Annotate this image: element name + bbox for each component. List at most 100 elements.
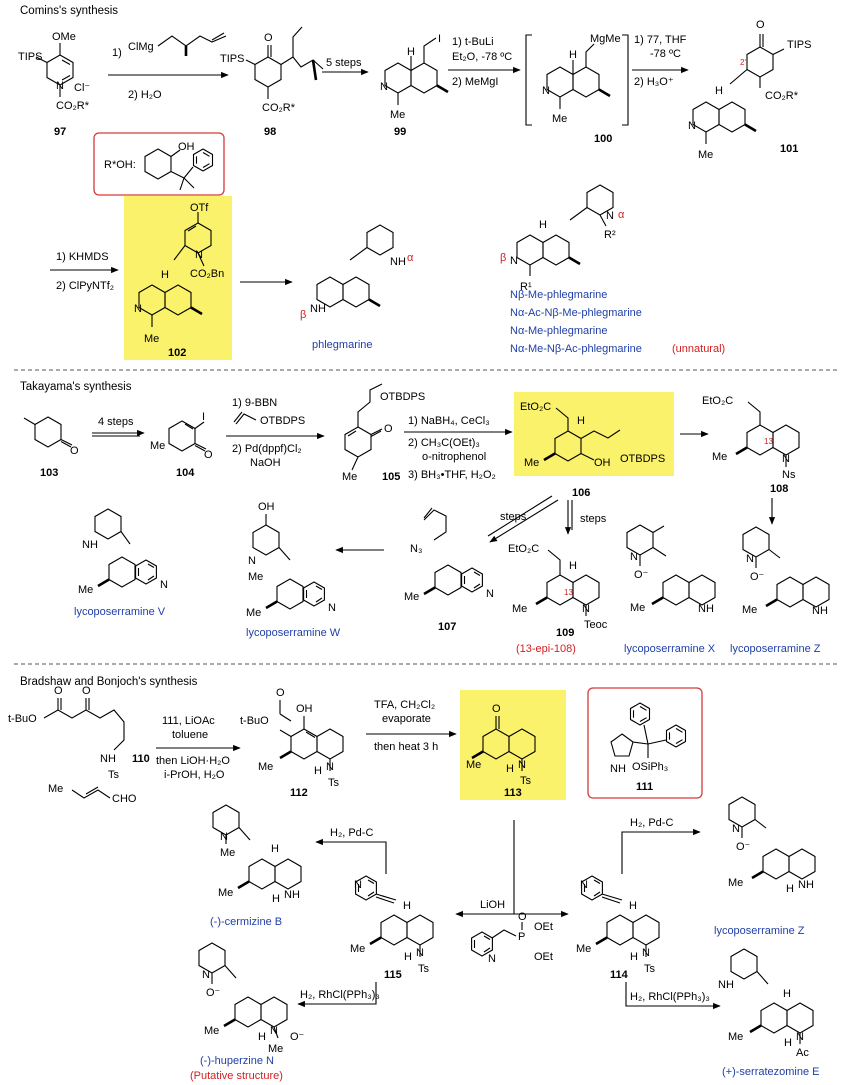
compound-112-n: N bbox=[326, 761, 334, 773]
lyco-v-me: Me bbox=[78, 584, 93, 596]
crotonaldehyde-chain bbox=[71, 789, 111, 799]
compound-113-ts: Ts bbox=[520, 775, 532, 787]
phlegmarine-piperidine bbox=[349, 224, 394, 261]
compound-110-tbuo: t-BuO bbox=[8, 713, 37, 725]
huperzine-me: Me bbox=[204, 1025, 219, 1037]
generic-r2: R² bbox=[604, 229, 616, 241]
compound-101-n: N bbox=[688, 120, 696, 132]
reagent-97-step1-num: 1) bbox=[112, 47, 122, 59]
huperzine-me2: Me bbox=[268, 1043, 283, 1055]
compound-106-eto2c: EtO₂C bbox=[520, 401, 551, 413]
crotonaldehyde-me: Me bbox=[48, 783, 63, 795]
compound-107-chain bbox=[423, 509, 447, 541]
phlegmarine-name: phlegmarine bbox=[312, 339, 373, 351]
lyco-w-me-n: Me bbox=[248, 571, 263, 583]
compound-112-o: O bbox=[276, 687, 285, 699]
auxiliary-phenyl bbox=[192, 148, 214, 172]
compound-104-structure bbox=[168, 420, 207, 452]
compound-115-me: Me bbox=[350, 943, 365, 955]
compound-114-ts: Ts bbox=[644, 963, 656, 975]
compound-106-oh: OH bbox=[594, 457, 611, 469]
compound-113-o: O bbox=[492, 703, 501, 715]
arrow-114-serratezomine bbox=[625, 982, 721, 1010]
reagent-lioh: LiOH bbox=[480, 899, 505, 911]
catalyst-111-phenyl-b bbox=[665, 724, 687, 748]
reagent-99-step1: 1) t-BuLi bbox=[452, 36, 494, 48]
generic-alpha: α bbox=[618, 209, 625, 221]
compound-102-me: Me bbox=[144, 333, 159, 345]
auxiliary-box bbox=[93, 132, 225, 196]
generic-phlegmarine-decalin bbox=[516, 234, 581, 276]
compound-99-i: I bbox=[438, 33, 441, 45]
reagent-105-step1: 1) NaBH₄, CeCl₃ bbox=[408, 415, 490, 427]
cermizine-name: (-)-cermizine B bbox=[210, 916, 282, 928]
compound-113-highlight bbox=[460, 690, 566, 800]
compound-97-tips: TIPS bbox=[18, 51, 42, 63]
arrow-114-lycoZ bbox=[621, 828, 701, 874]
compound-107-me: Me bbox=[404, 591, 419, 603]
generic-phlegmarine-piperidine bbox=[569, 184, 614, 227]
generic-n-alpha: N bbox=[606, 210, 614, 222]
compound-102-otf: OTf bbox=[190, 202, 209, 214]
reagent-h2pd-1: H₂, Pd-C bbox=[330, 827, 373, 839]
reagent-steps-a: steps bbox=[500, 511, 527, 523]
serratezomine-me: Me bbox=[728, 1031, 743, 1043]
compound-113-h: H bbox=[506, 763, 514, 775]
catalyst-111-osiph3: OSiPh₃ bbox=[632, 761, 668, 773]
auxiliary-label: R*OH: bbox=[104, 159, 136, 171]
compound-101-h: H bbox=[715, 85, 723, 97]
lyco-x-o: O⁻ bbox=[634, 569, 649, 581]
compound-99-structure bbox=[384, 37, 449, 105]
compound-99-h: H bbox=[407, 46, 415, 58]
compound-101-label: 101 bbox=[780, 143, 798, 155]
bracket-right bbox=[622, 34, 629, 126]
phosphonate-p: P bbox=[518, 931, 525, 943]
lyco-w-me: Me bbox=[246, 607, 261, 619]
compound-97-structure bbox=[35, 43, 74, 97]
reagent-99-step2: 2) MeMgI bbox=[452, 76, 498, 88]
section-title-bradshaw: Bradshaw and Bonjoch's synthesis bbox=[20, 676, 198, 688]
reagent-105-step2: 2) CH₃C(OEt)₃ bbox=[408, 437, 480, 449]
compound-98-label: 98 bbox=[264, 126, 276, 138]
compound-102-n: N bbox=[195, 249, 203, 261]
compound-114-label: 114 bbox=[610, 969, 629, 981]
compound-102-n2: N bbox=[134, 303, 142, 315]
serratezomine-ac: Ac bbox=[796, 1047, 809, 1059]
compound-106-highlight bbox=[514, 392, 674, 476]
phlegmarine-nh2: NH bbox=[310, 303, 326, 315]
compound-107-bicycle bbox=[423, 564, 462, 596]
compound-112-structure bbox=[279, 716, 344, 771]
compound-100-me: Me bbox=[552, 113, 567, 125]
cermizine-h2: H bbox=[272, 893, 280, 905]
compound-105-structure bbox=[344, 383, 383, 471]
compound-109-h: H bbox=[569, 560, 577, 572]
compound-106-me: Me bbox=[524, 457, 539, 469]
serratezomine-n: N bbox=[796, 1031, 804, 1043]
reagent-100-step2: 2) H₃O⁺ bbox=[634, 76, 674, 88]
generic-r1: R¹ bbox=[520, 281, 532, 293]
reagent-110-step2: then LiOH·H₂O bbox=[156, 755, 230, 767]
reagent-101-step2: 2) ClPyNTf₂ bbox=[56, 280, 114, 292]
lyco-x-nitrone bbox=[626, 524, 667, 566]
compound-105-otbdps: OTBDPS bbox=[380, 391, 425, 403]
compound-108-c13: 13 bbox=[764, 437, 773, 446]
auxiliary-structure bbox=[144, 148, 185, 180]
lyco-v-bicycle bbox=[97, 556, 136, 588]
phlegmarine-beta: β bbox=[300, 309, 306, 321]
compound-101-stereo: 2' bbox=[740, 58, 746, 67]
compound-106-otbdps: OTBDPS bbox=[620, 453, 665, 465]
reagent-steps-b: steps bbox=[580, 513, 607, 525]
reagent-h2rh-2: H₂, RhCl(PPh₃)₃ bbox=[630, 991, 710, 1003]
compound-109-label: 109 bbox=[556, 627, 574, 639]
compound-113-me: Me bbox=[466, 759, 481, 771]
lyco-v-piperidine bbox=[94, 508, 131, 545]
huperzine-decalin bbox=[223, 996, 288, 1039]
compound-97-label: 97 bbox=[54, 126, 66, 138]
phlegmarine-alpha: α bbox=[407, 252, 414, 264]
compound-97-n: N bbox=[56, 80, 64, 92]
serratezomine-name: (+)-serratezomine E bbox=[722, 1066, 820, 1078]
compound-109-c13: 13 bbox=[564, 588, 573, 597]
lyco-z1-nitrone bbox=[742, 526, 781, 568]
compound-110-o1: O bbox=[54, 685, 63, 697]
